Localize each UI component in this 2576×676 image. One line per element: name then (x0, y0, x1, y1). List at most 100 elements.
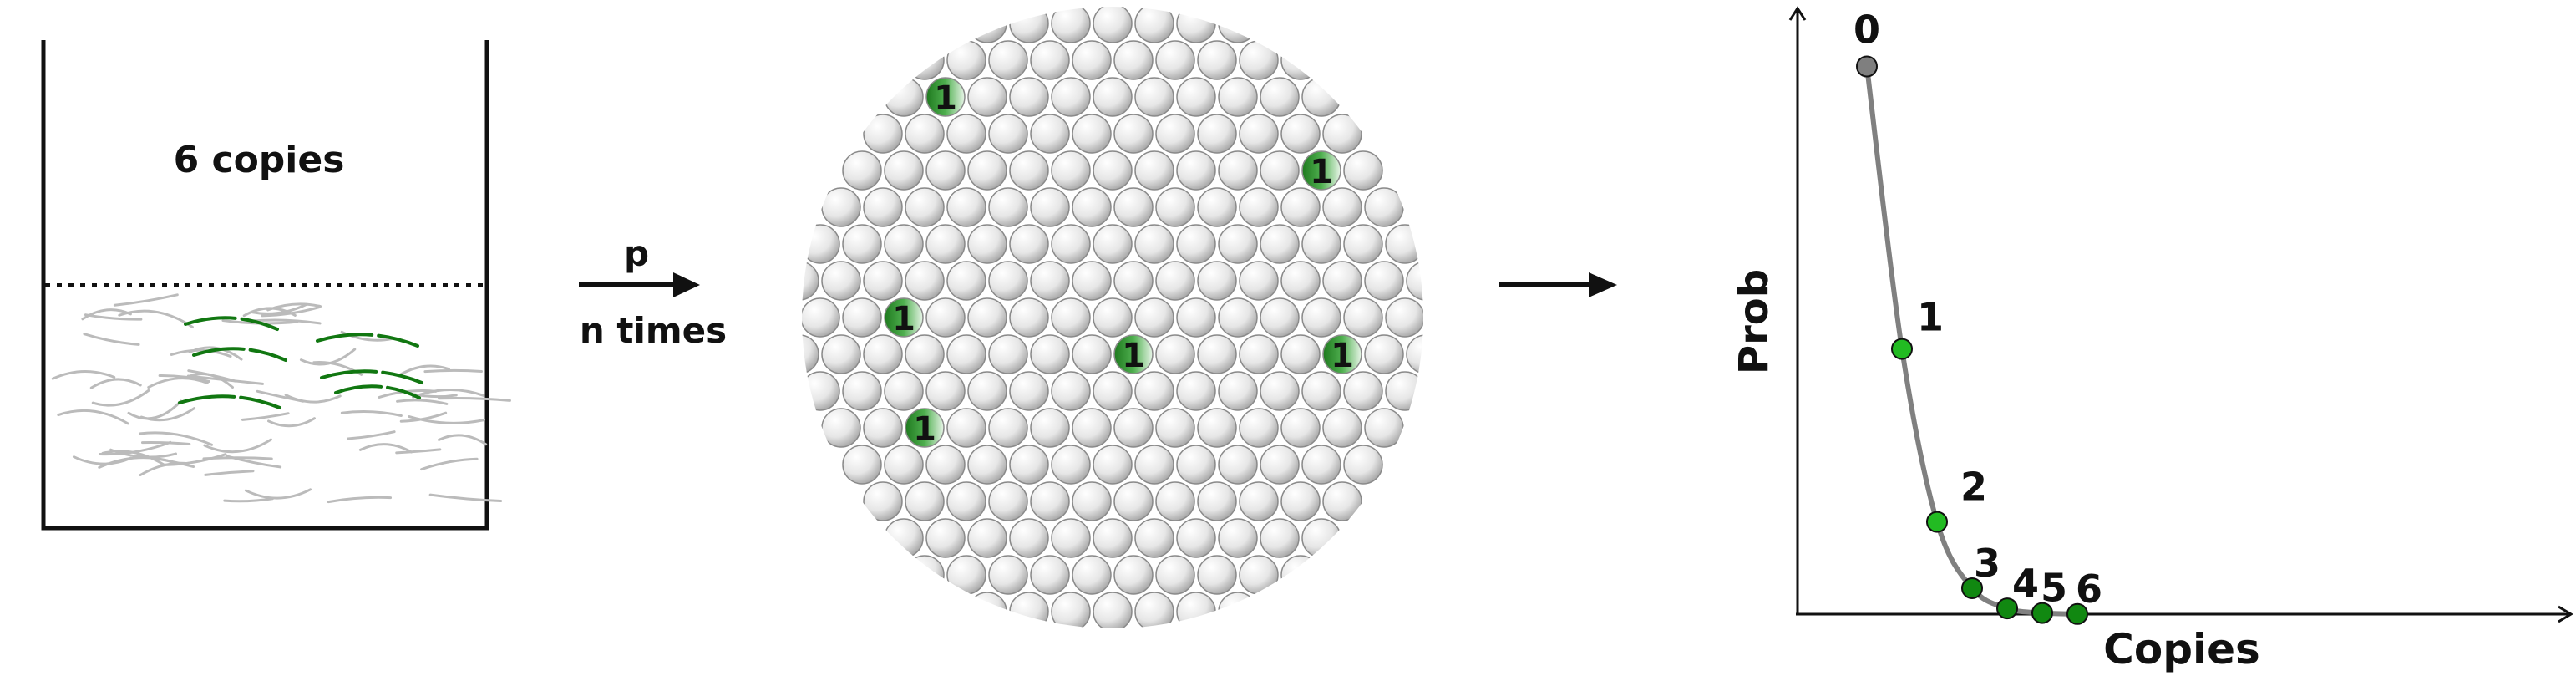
empty-droplet (1176, 445, 1216, 485)
empty-droplet (1134, 150, 1174, 191)
empty-droplet (842, 297, 882, 338)
empty-droplet (946, 408, 986, 448)
empty-droplet (1093, 224, 1133, 264)
data-point (1961, 577, 1983, 599)
empty-droplet (863, 261, 903, 301)
empty-droplet (1009, 518, 1049, 558)
empty-droplet (1239, 481, 1279, 521)
empty-droplet (1260, 445, 1300, 485)
background-fragment (408, 415, 486, 424)
empty-droplet (842, 224, 882, 264)
empty-droplet (1218, 297, 1258, 338)
background-fragment (127, 399, 183, 420)
empty-droplet (1072, 261, 1112, 301)
empty-droplet (1218, 371, 1258, 411)
empty-droplet (967, 224, 1007, 264)
empty-droplet (802, 371, 840, 411)
background-fragment (57, 409, 129, 425)
background-fragment (327, 496, 393, 504)
data-point (1926, 511, 1948, 533)
positive-droplet-mark: 1 (1310, 153, 1333, 191)
empty-droplet (821, 334, 861, 374)
empty-droplet (1176, 224, 1216, 264)
empty-droplet (1239, 187, 1279, 227)
empty-droplet (925, 150, 966, 191)
empty-droplet (1051, 445, 1091, 485)
background-fragment (267, 417, 316, 428)
arrow-head (673, 272, 700, 297)
background-fragment (101, 450, 166, 466)
empty-droplet (1134, 77, 1174, 117)
empty-droplet (1093, 150, 1133, 191)
empty-droplet (967, 297, 1007, 338)
empty-droplet (967, 445, 1007, 485)
background-fragment (251, 302, 308, 315)
data-point-label: 1 (1917, 295, 1944, 340)
empty-droplet (1280, 261, 1321, 301)
target-fragment (192, 347, 287, 362)
background-fragment (241, 412, 290, 421)
positive-droplet (905, 408, 945, 448)
empty-droplet (1301, 77, 1341, 117)
empty-droplet (946, 114, 986, 154)
empty-droplet (1218, 224, 1258, 264)
empty-droplet (802, 224, 840, 264)
empty-droplet (1280, 481, 1321, 521)
empty-droplet (967, 77, 1007, 117)
empty-droplet (1197, 40, 1237, 80)
background-fragment (395, 448, 442, 455)
empty-droplet (1093, 7, 1133, 43)
background-fragment (84, 313, 143, 321)
empty-droplet (1093, 445, 1133, 485)
empty-droplet (967, 518, 1007, 558)
empty-droplet (1155, 114, 1195, 154)
empty-droplet (1009, 224, 1049, 264)
positive-droplet-mark: 1 (1122, 337, 1145, 375)
empty-droplet (925, 371, 966, 411)
empty-droplet (1030, 334, 1070, 374)
empty-droplet (1260, 371, 1300, 411)
empty-droplet (1197, 408, 1237, 448)
background-fragment (347, 430, 396, 440)
empty-droplet (802, 261, 819, 301)
empty-droplet (863, 481, 903, 521)
empty-droplet (1176, 77, 1216, 117)
empty-droplet (884, 518, 924, 558)
background-fragment (113, 293, 179, 307)
empty-droplet (1009, 77, 1049, 117)
background-fragment (398, 364, 450, 377)
empty-droplet (1134, 7, 1174, 43)
empty-droplet (1072, 114, 1112, 154)
empty-droplet (863, 114, 903, 154)
empty-droplet (1113, 114, 1154, 154)
background-fragment (147, 377, 209, 389)
empty-droplet (1113, 261, 1154, 301)
empty-droplet (1072, 40, 1112, 80)
empty-droplet (988, 40, 1028, 80)
data-point-label: 3 (1974, 541, 2000, 586)
empty-droplet (863, 408, 903, 448)
empty-droplet (1385, 297, 1423, 338)
background-fragment (89, 378, 142, 389)
empty-droplet (1364, 187, 1404, 227)
empty-droplet (988, 408, 1028, 448)
empty-droplet (1113, 481, 1154, 521)
empty-droplet (1364, 408, 1404, 448)
empty-droplet (1030, 408, 1070, 448)
data-point (1891, 338, 1913, 360)
empty-droplet (1134, 518, 1174, 558)
empty-droplet (1072, 481, 1112, 521)
empty-droplet (905, 481, 945, 521)
empty-droplet (1218, 518, 1258, 558)
target-fragment (178, 394, 281, 409)
background-fragment (91, 389, 150, 407)
background-fragment (203, 438, 272, 454)
data-point-label: 4 (2012, 561, 2039, 606)
empty-droplet (1260, 518, 1300, 558)
empty-droplet (988, 555, 1028, 595)
empty-droplet (1051, 150, 1091, 191)
empty-droplet (1093, 371, 1133, 411)
empty-droplet (1155, 334, 1195, 374)
empty-droplet (1176, 150, 1216, 191)
